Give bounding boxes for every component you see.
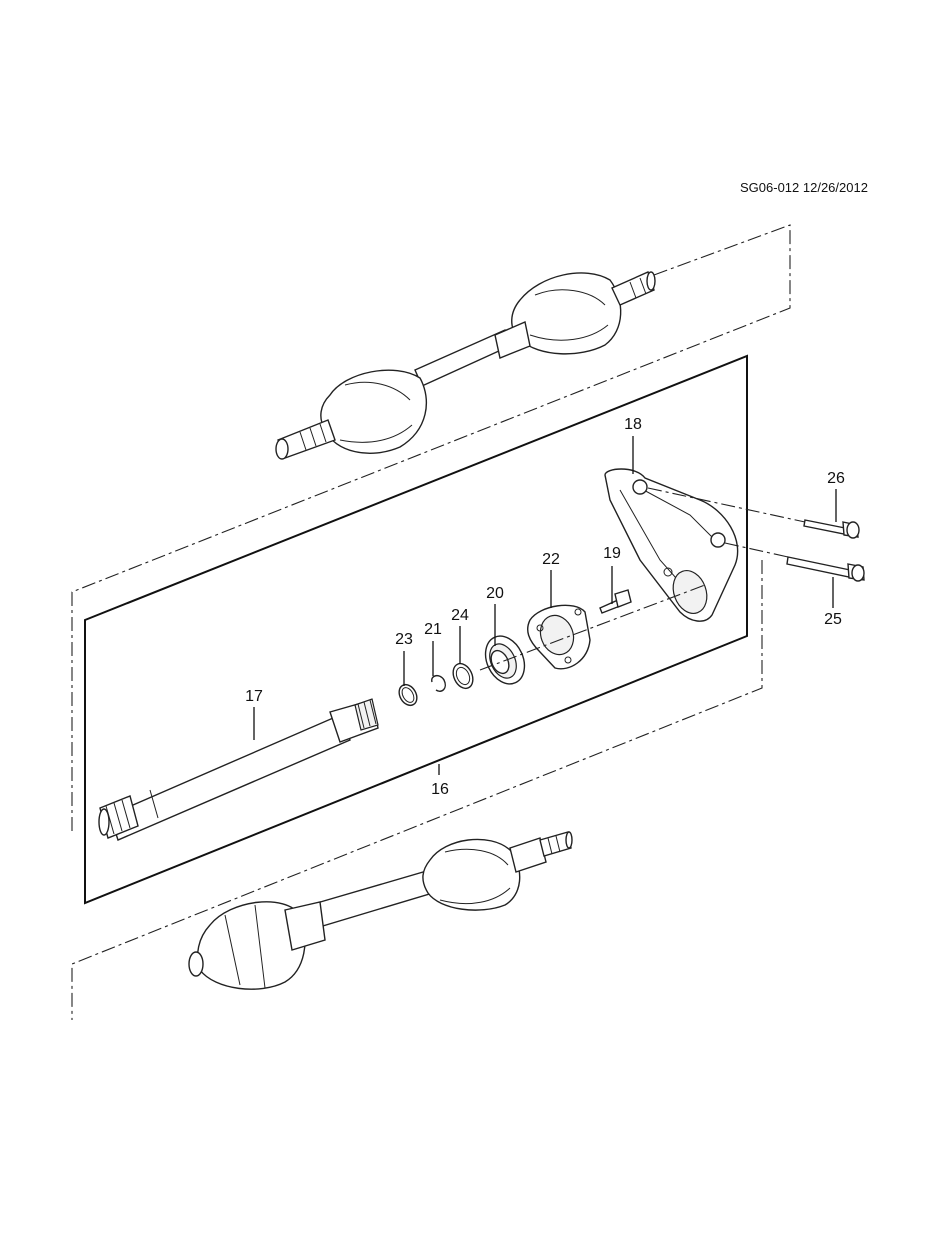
circlip-21 xyxy=(431,675,446,692)
bolt-25 xyxy=(786,556,865,582)
callout-21: 21 xyxy=(424,621,442,638)
bolt-26 xyxy=(803,519,860,539)
callout-25: 25 xyxy=(824,611,842,628)
callout-22: 22 xyxy=(542,551,560,568)
upper-driveshaft-assembly xyxy=(71,224,791,832)
lower-driveshaft-assembly xyxy=(188,831,573,990)
intermediate-shaft-17 xyxy=(98,698,379,841)
snap-ring-23 xyxy=(398,683,418,707)
assembly-16-frame xyxy=(84,354,748,905)
support-bracket-18 xyxy=(604,468,739,622)
reference-code: SG06-012 12/26/2012 xyxy=(740,180,868,195)
bearing-retainer-22 xyxy=(527,604,591,670)
callout-23: 23 xyxy=(395,631,413,648)
callout-18: 18 xyxy=(624,416,642,433)
callout-17: 17 xyxy=(245,688,263,705)
callout-16: 16 xyxy=(431,781,449,798)
callout-20: 20 xyxy=(486,585,504,602)
ring-24 xyxy=(452,662,474,690)
lower-assembly-outline xyxy=(71,560,763,1020)
callout-26: 26 xyxy=(827,470,845,487)
bearing-20 xyxy=(484,635,526,685)
bolt-19 xyxy=(599,589,632,614)
upper-assembly-outline xyxy=(71,224,791,832)
callout-24: 24 xyxy=(451,607,469,624)
callout-19: 19 xyxy=(603,545,621,562)
